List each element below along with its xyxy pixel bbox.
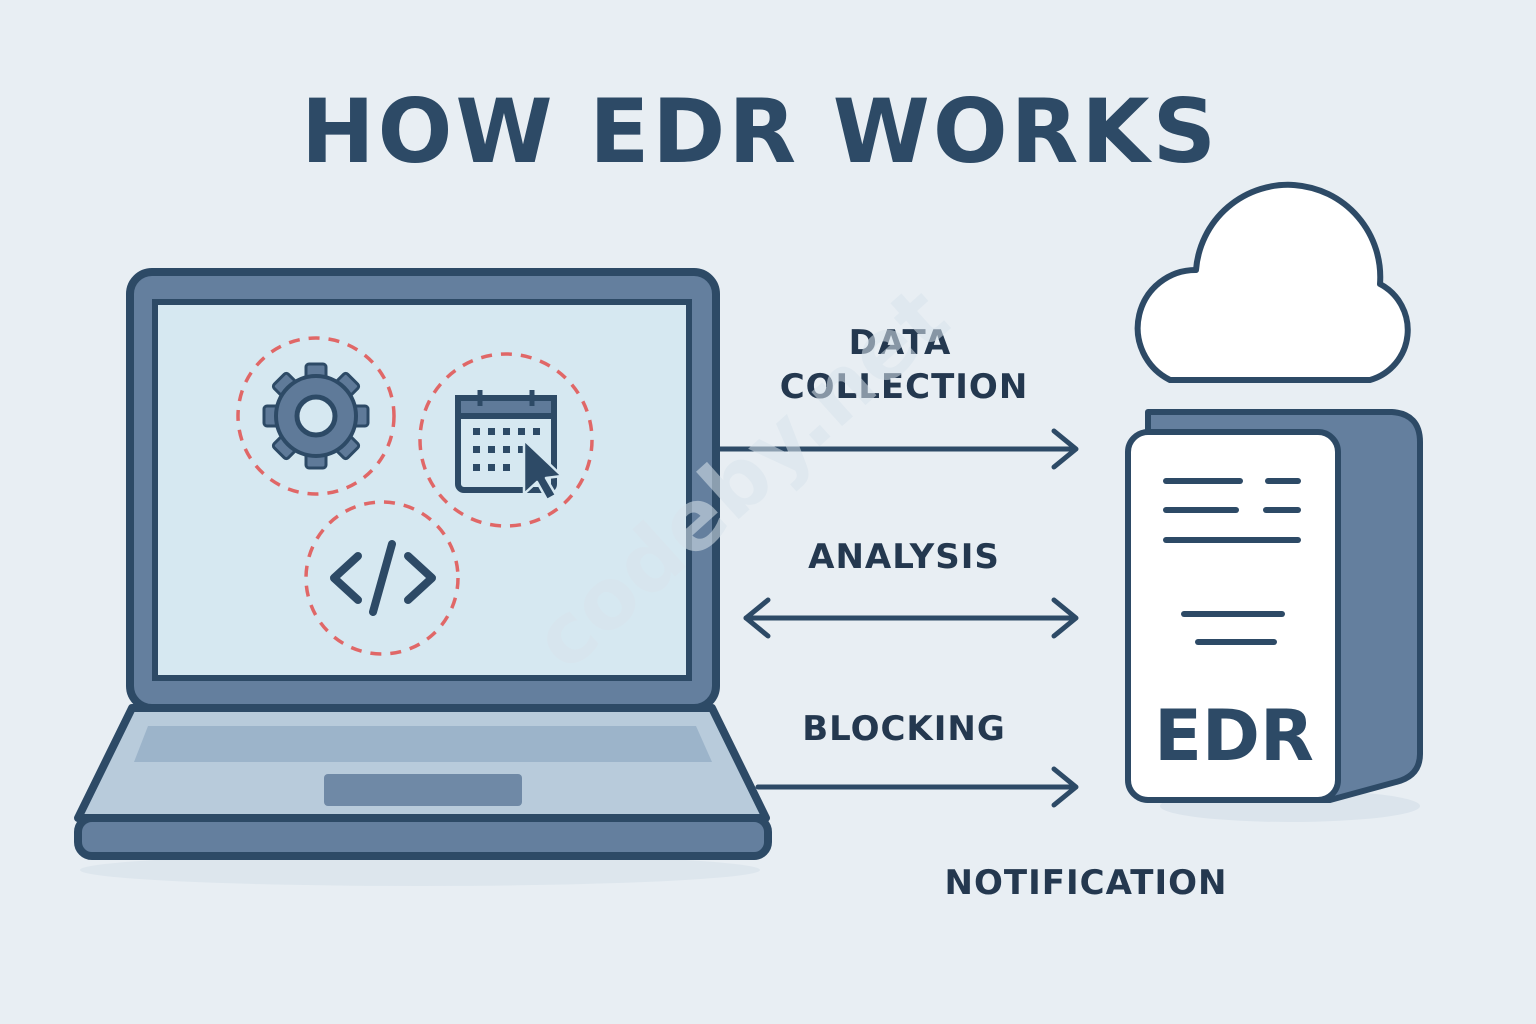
label-data-collection-line1: DATA xyxy=(849,323,952,363)
code-icon xyxy=(330,540,436,616)
label-analysis: ANALYSIS xyxy=(808,537,1000,577)
data-collection-arrow xyxy=(713,428,1079,470)
dashed-circle xyxy=(236,336,396,496)
label-notification: NOTIFICATION xyxy=(945,863,1228,903)
cursor-icon xyxy=(522,438,564,502)
cloud-icon xyxy=(1134,181,1411,383)
dashed-circle xyxy=(418,352,594,528)
blocking-arrow xyxy=(755,766,1079,808)
server-icon: EDR xyxy=(1125,409,1423,822)
calendar-process xyxy=(418,352,594,528)
server-label: EDR xyxy=(1154,695,1314,777)
label-data-collection-line2: COLLECTION xyxy=(780,367,1029,407)
analysis-arrow xyxy=(743,597,1079,639)
dashed-circle xyxy=(304,500,460,656)
gear-process xyxy=(236,336,396,496)
label-blocking: BLOCKING xyxy=(802,709,1006,749)
gear-icon xyxy=(262,362,370,470)
code-process xyxy=(304,500,460,656)
page-title: HOW EDR WORKS xyxy=(301,80,1219,183)
